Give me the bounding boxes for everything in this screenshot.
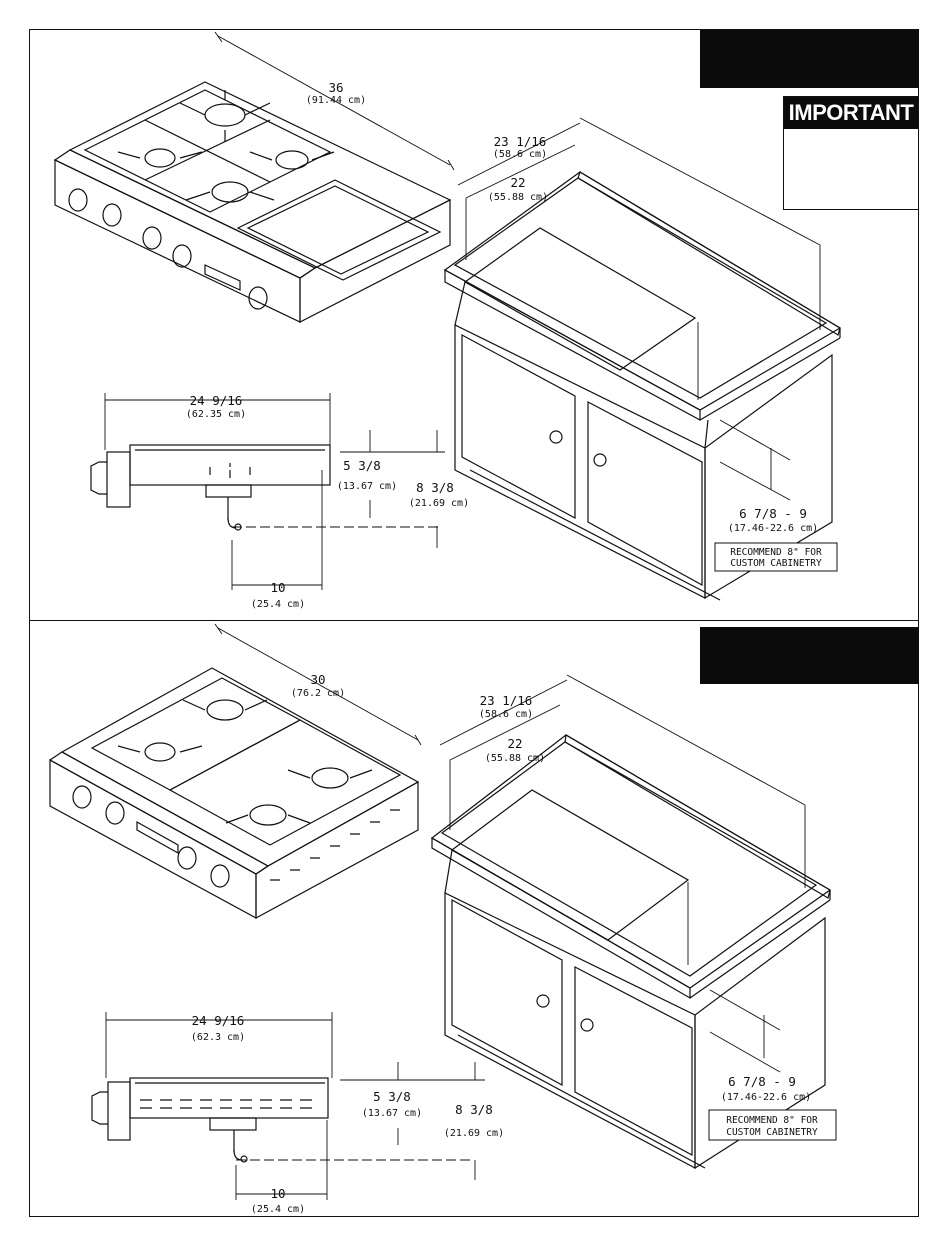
top-model-label-box bbox=[700, 30, 919, 88]
bottom-side-view bbox=[91, 1077, 329, 1163]
bottom-height-b: 8 3/8 bbox=[455, 1102, 493, 1117]
top-depth-outer-cm: (58.6 cm) bbox=[493, 149, 547, 160]
top-rangetop-isometric bbox=[53, 81, 452, 323]
bottom-width-dim: 30 bbox=[310, 672, 325, 687]
top-width-dim: 36 bbox=[328, 80, 343, 95]
top-side-view bbox=[90, 444, 331, 531]
top-dimension-labels: 36 (91.44 cm) 23 1/16 (58.6 cm) 22 (55.8… bbox=[186, 80, 822, 610]
bottom-side-width: 24 9/16 bbox=[192, 1013, 245, 1028]
bottom-note-line1: RECOMMEND 8" FOR bbox=[726, 1115, 818, 1126]
top-height-a-cm: (13.67 cm) bbox=[337, 481, 397, 492]
top-note-line1: RECOMMEND 8" FOR bbox=[730, 547, 822, 558]
top-width-dim-cm: (91.44 cm) bbox=[306, 95, 366, 106]
bottom-height-a-cm: (13.67 cm) bbox=[362, 1108, 422, 1119]
top-depth-inner: 22 bbox=[510, 175, 525, 190]
bottom-cab-drop: 6 7/8 - 9 bbox=[728, 1074, 796, 1089]
bottom-cabinet-isometric bbox=[430, 734, 832, 1170]
bottom-height-a: 5 3/8 bbox=[373, 1089, 411, 1104]
bottom-recommend-note-box bbox=[708, 1109, 837, 1141]
bottom-note-line2: CUSTOM CABINETRY bbox=[726, 1127, 818, 1138]
top-depth-outer: 23 1/16 bbox=[494, 134, 547, 149]
top-cab-drop-cm: (17.46-22.6 cm) bbox=[728, 523, 818, 534]
top-side-width-cm: (62.35 cm) bbox=[186, 409, 246, 420]
bottom-rangetop-isometric bbox=[48, 667, 420, 920]
top-height-b-cm: (21.69 cm) bbox=[409, 498, 469, 509]
top-cabinet-isometric bbox=[443, 171, 842, 601]
bottom-dimension-labels: 30 (76.2 cm) 23 1/16 (58.6 cm) 22 (55.88… bbox=[191, 672, 818, 1215]
bottom-width-dim-cm: (76.2 cm) bbox=[291, 688, 345, 699]
important-heading: IMPORTANT bbox=[784, 97, 918, 129]
top-depth-inner-cm: (55.88 cm) bbox=[488, 192, 548, 203]
top-dimension-lines bbox=[104, 31, 821, 590]
bottom-depth-inner: 22 bbox=[507, 736, 522, 751]
important-notice: IMPORTANT bbox=[783, 96, 919, 210]
top-note-line2: CUSTOM CABINETRY bbox=[730, 558, 822, 569]
top-gas-offset: 10 bbox=[270, 580, 285, 595]
bottom-model-label-box bbox=[700, 627, 919, 684]
bottom-depth-outer: 23 1/16 bbox=[480, 693, 533, 708]
bottom-side-width-cm: (62.3 cm) bbox=[191, 1032, 245, 1043]
bottom-height-b-cm: (21.69 cm) bbox=[444, 1128, 504, 1139]
top-gas-offset-cm: (25.4 cm) bbox=[251, 599, 305, 610]
bottom-dimension-lines bbox=[105, 623, 806, 1200]
bottom-cab-drop-cm: (17.46-22.6 cm) bbox=[721, 1092, 811, 1103]
bottom-gas-offset-cm: (25.4 cm) bbox=[251, 1204, 305, 1215]
top-cab-drop: 6 7/8 - 9 bbox=[739, 506, 807, 521]
bottom-depth-inner-cm: (55.88 cm) bbox=[485, 753, 545, 764]
top-height-a: 5 3/8 bbox=[343, 458, 381, 473]
bottom-depth-outer-cm: (58.6 cm) bbox=[479, 709, 533, 720]
top-height-b: 8 3/8 bbox=[416, 480, 454, 495]
top-installation-panel bbox=[29, 29, 919, 621]
top-recommend-note-box bbox=[714, 542, 838, 572]
bottom-gas-offset: 10 bbox=[270, 1186, 285, 1201]
top-side-width: 24 9/16 bbox=[190, 393, 243, 408]
